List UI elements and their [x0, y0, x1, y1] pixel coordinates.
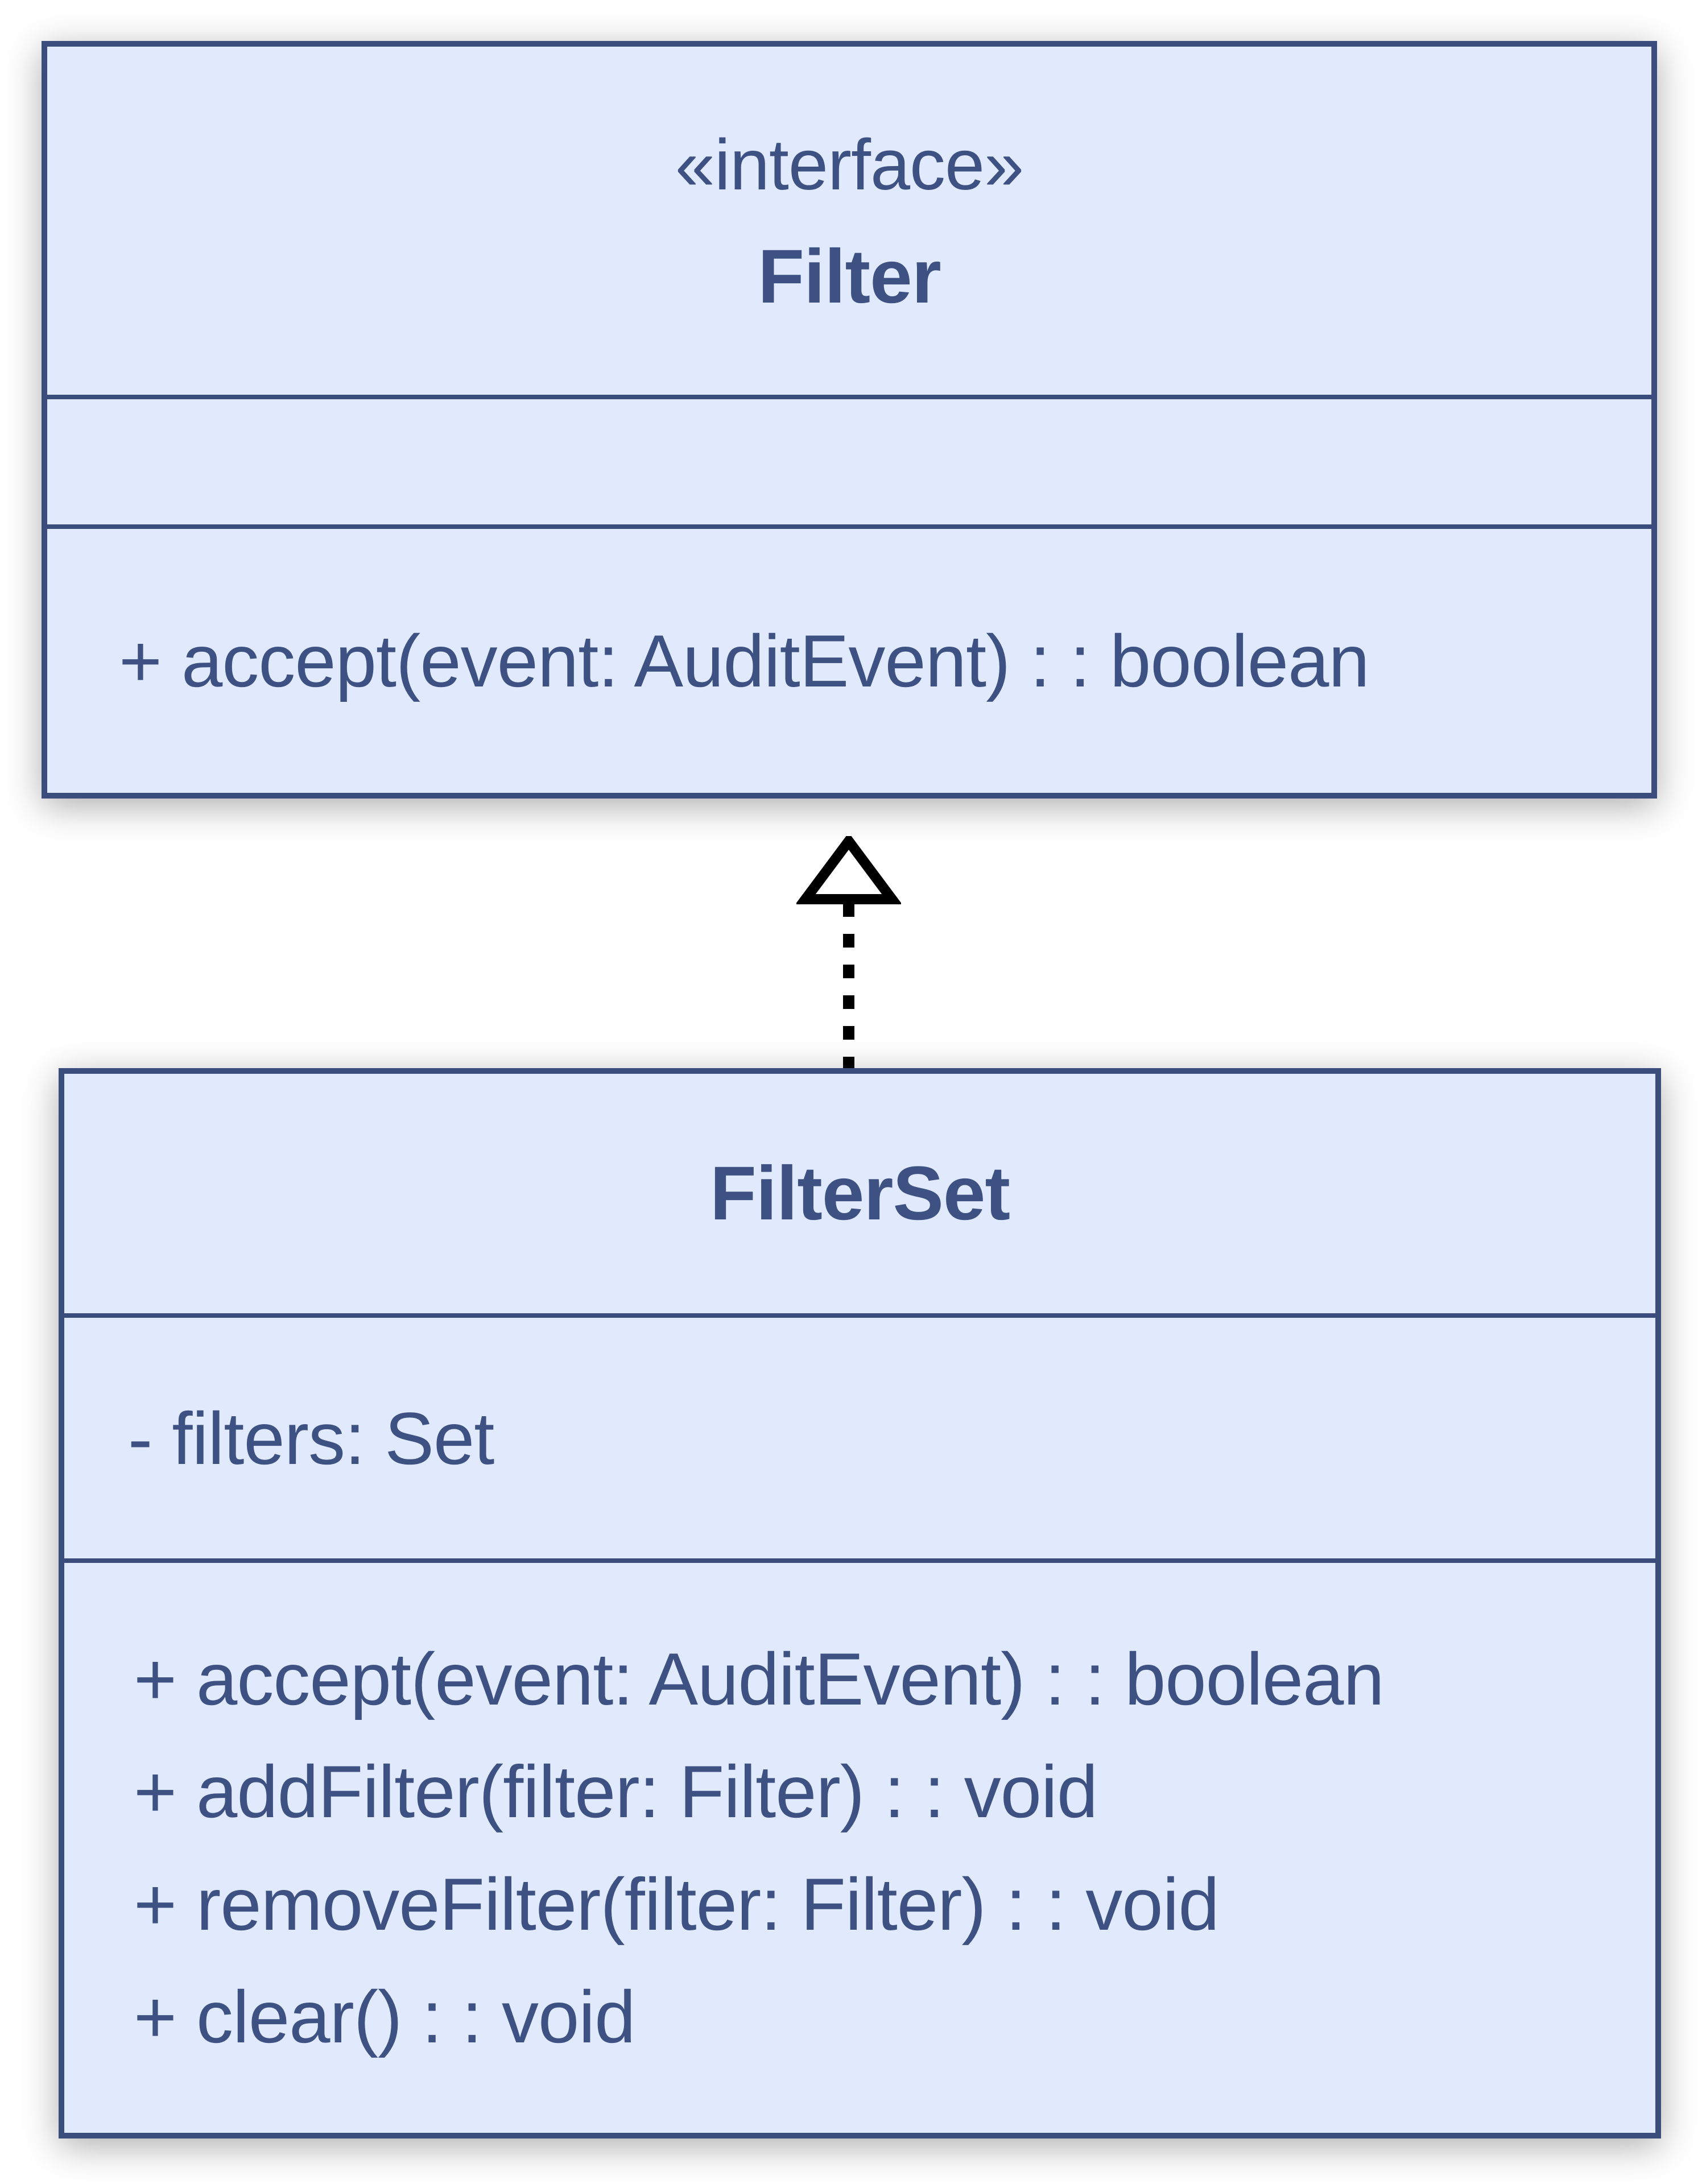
method-item: + removeFilter(filter: Filter) : : void: [134, 1863, 1220, 1946]
hollow-triangle-arrowhead-icon: [796, 836, 901, 904]
interface-stereotype: «interface»: [675, 125, 1024, 205]
class-methods-compartment: + accept(event: AuditEvent) : : boolean …: [64, 1558, 1655, 2133]
class-name-compartment: FilterSet: [64, 1074, 1655, 1313]
interface-name: Filter: [758, 234, 941, 319]
realization-arrow: [796, 836, 901, 1068]
interface-box-filter: «interface» Filter + accept(event: Audit…: [42, 41, 1657, 799]
interface-name-compartment: «interface» Filter: [47, 47, 1651, 395]
interface-attributes-compartment-empty: [47, 395, 1651, 524]
class-attributes-compartment: - filters: Set: [64, 1313, 1655, 1558]
class-name: FilterSet: [709, 1151, 1010, 1236]
method-item: + accept(event: AuditEvent) : : boolean: [134, 1637, 1385, 1720]
method-item: + clear() : : void: [134, 1975, 635, 2058]
class-box-filterset: FilterSet - filters: Set + accept(event:…: [59, 1068, 1661, 2138]
method-item: + addFilter(filter: Filter) : : void: [134, 1750, 1098, 1833]
attribute-item: - filters: Set: [128, 1396, 494, 1480]
interface-methods-compartment: + accept(event: AuditEvent) : : boolean: [47, 524, 1651, 793]
method-item: + accept(event: AuditEvent) : : boolean: [119, 619, 1370, 702]
